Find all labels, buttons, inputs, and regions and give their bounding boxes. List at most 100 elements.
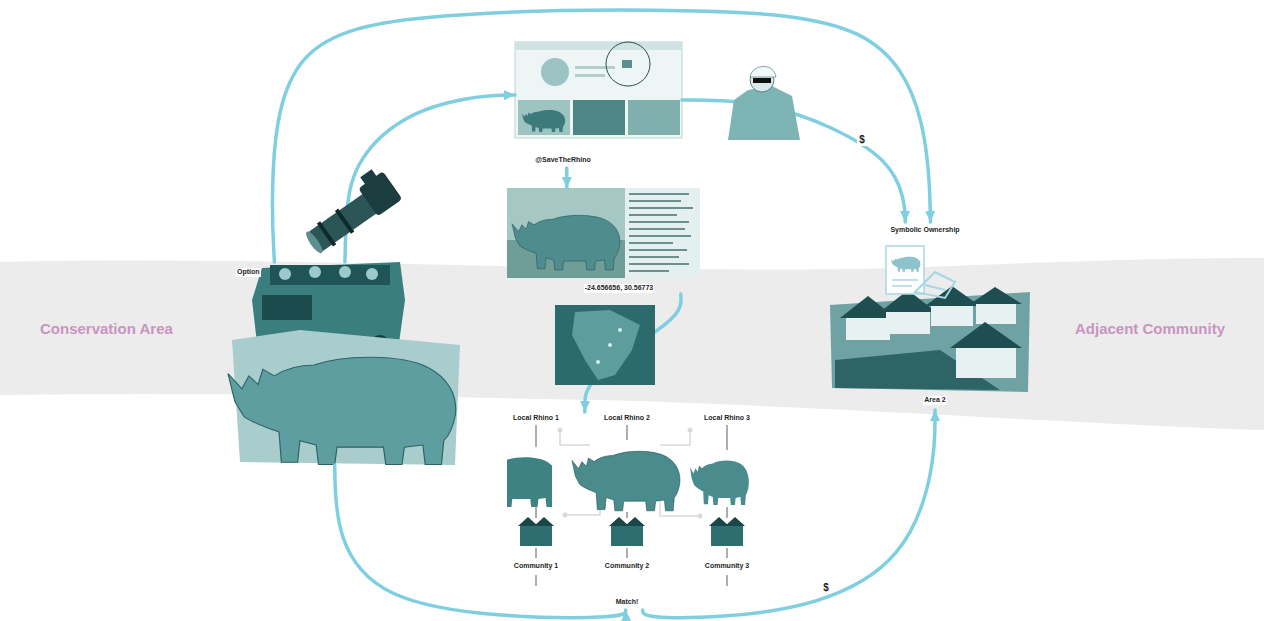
house-roof [950, 322, 1022, 348]
community-roof [609, 517, 645, 526]
jeep-window [262, 295, 312, 320]
caption-text: Option [236, 268, 261, 277]
caption-text: Local Rhino 3 [703, 414, 751, 423]
passenger [279, 268, 291, 280]
local-rhino [690, 460, 749, 505]
caption-text: Local Rhino 1 [512, 414, 560, 423]
avatar [541, 58, 569, 86]
certificate-rhino [891, 257, 920, 272]
tick-line [536, 425, 537, 447]
browser-bar [515, 42, 682, 50]
community-icon [611, 524, 643, 546]
rhino-photo [228, 357, 456, 464]
lens-front [304, 230, 325, 256]
edge-label: $ [821, 582, 831, 594]
picture-node: Symbolic Ownership [870, 222, 980, 302]
connector-group [272, 10, 935, 617]
caption-text: Community 3 [704, 562, 750, 571]
lens-ring [335, 209, 354, 234]
picture-node: @SaveTheRhino [515, 42, 682, 168]
flow-arrow [335, 465, 626, 618]
data-line [629, 228, 685, 230]
screenshot [515, 42, 682, 138]
data-line [629, 221, 689, 223]
tick-line [727, 507, 728, 518]
flow-arrow [345, 95, 515, 262]
caption-text: Symbolic Ownership [889, 226, 960, 235]
map-dot [596, 360, 600, 364]
card-photo [507, 188, 625, 278]
collector-body [728, 86, 800, 140]
data-line [629, 270, 669, 272]
certificate-line [892, 279, 918, 281]
rhino-clip [507, 457, 552, 507]
circuit-dot [688, 428, 693, 433]
data-line [629, 207, 693, 209]
magnifier [606, 42, 650, 86]
caption-text: Match! [615, 598, 640, 607]
circuit-dot [698, 514, 703, 519]
data-line [629, 214, 677, 216]
circuit-line [560, 430, 590, 445]
passenger [309, 266, 321, 278]
local-rhino [507, 457, 552, 507]
thumbnail [573, 100, 625, 135]
camera-viewfinder [360, 169, 377, 185]
tick-line [727, 575, 728, 586]
thumbnail [628, 100, 680, 135]
camera [296, 165, 403, 257]
house-wall [956, 348, 1016, 378]
flow-arrow [643, 410, 935, 618]
circuit-line [565, 500, 600, 515]
rhino-thumb [522, 110, 565, 132]
edge-label: $ [857, 134, 867, 146]
picture-node: Area 2 [828, 285, 1030, 410]
picture-node: -24.656656, 30.56773 [507, 188, 700, 294]
passenger [366, 268, 378, 280]
house-wall [886, 312, 930, 334]
community-icon [711, 524, 743, 546]
data-line [629, 193, 689, 195]
tick-line [727, 548, 728, 558]
data-line [629, 249, 687, 251]
tick-line [627, 512, 628, 518]
certificate-line [892, 285, 912, 287]
caption-text: Local Rhino 2 [603, 414, 651, 423]
circuit-dot [563, 513, 568, 518]
card-panel [625, 188, 700, 278]
thumbnail [518, 100, 570, 135]
text-line [575, 74, 605, 77]
house-roof [970, 287, 1022, 304]
region-label: Adjacent Community [1075, 320, 1225, 338]
caption-text: Community 1 [513, 562, 559, 571]
community-roof [709, 517, 745, 526]
picture-node: Local Rhino 3 Community 3 [690, 412, 765, 572]
house-wall [976, 304, 1016, 324]
house-wall [846, 318, 890, 340]
village-ground [830, 292, 1030, 392]
tick-line [536, 548, 537, 558]
picture-node: Option [228, 262, 460, 465]
certificate [886, 246, 924, 294]
map [555, 305, 655, 385]
data-line [629, 235, 691, 237]
lens-ring [317, 221, 336, 246]
local-rhino [572, 451, 680, 511]
picture-node: Local Rhino 2 Community 2 Match! [580, 412, 675, 610]
flow-arrow [565, 168, 569, 188]
community-icon [520, 524, 552, 546]
caption-text: @SaveTheRhino [534, 156, 591, 165]
sunglasses [753, 78, 771, 83]
tick-line [727, 425, 728, 450]
community-roof [518, 517, 554, 526]
caption-text: Community 2 [604, 562, 650, 571]
tick-line [627, 425, 628, 440]
map-dot [618, 328, 622, 332]
caption-text: -24.656656, 30.56773 [584, 284, 655, 293]
icon [622, 60, 632, 68]
text-line [575, 66, 615, 69]
region-label: Conservation Area [40, 320, 173, 338]
picture-node: Local Rhino 1 Community 1 [505, 412, 567, 572]
jeep-rollbar [270, 265, 390, 285]
